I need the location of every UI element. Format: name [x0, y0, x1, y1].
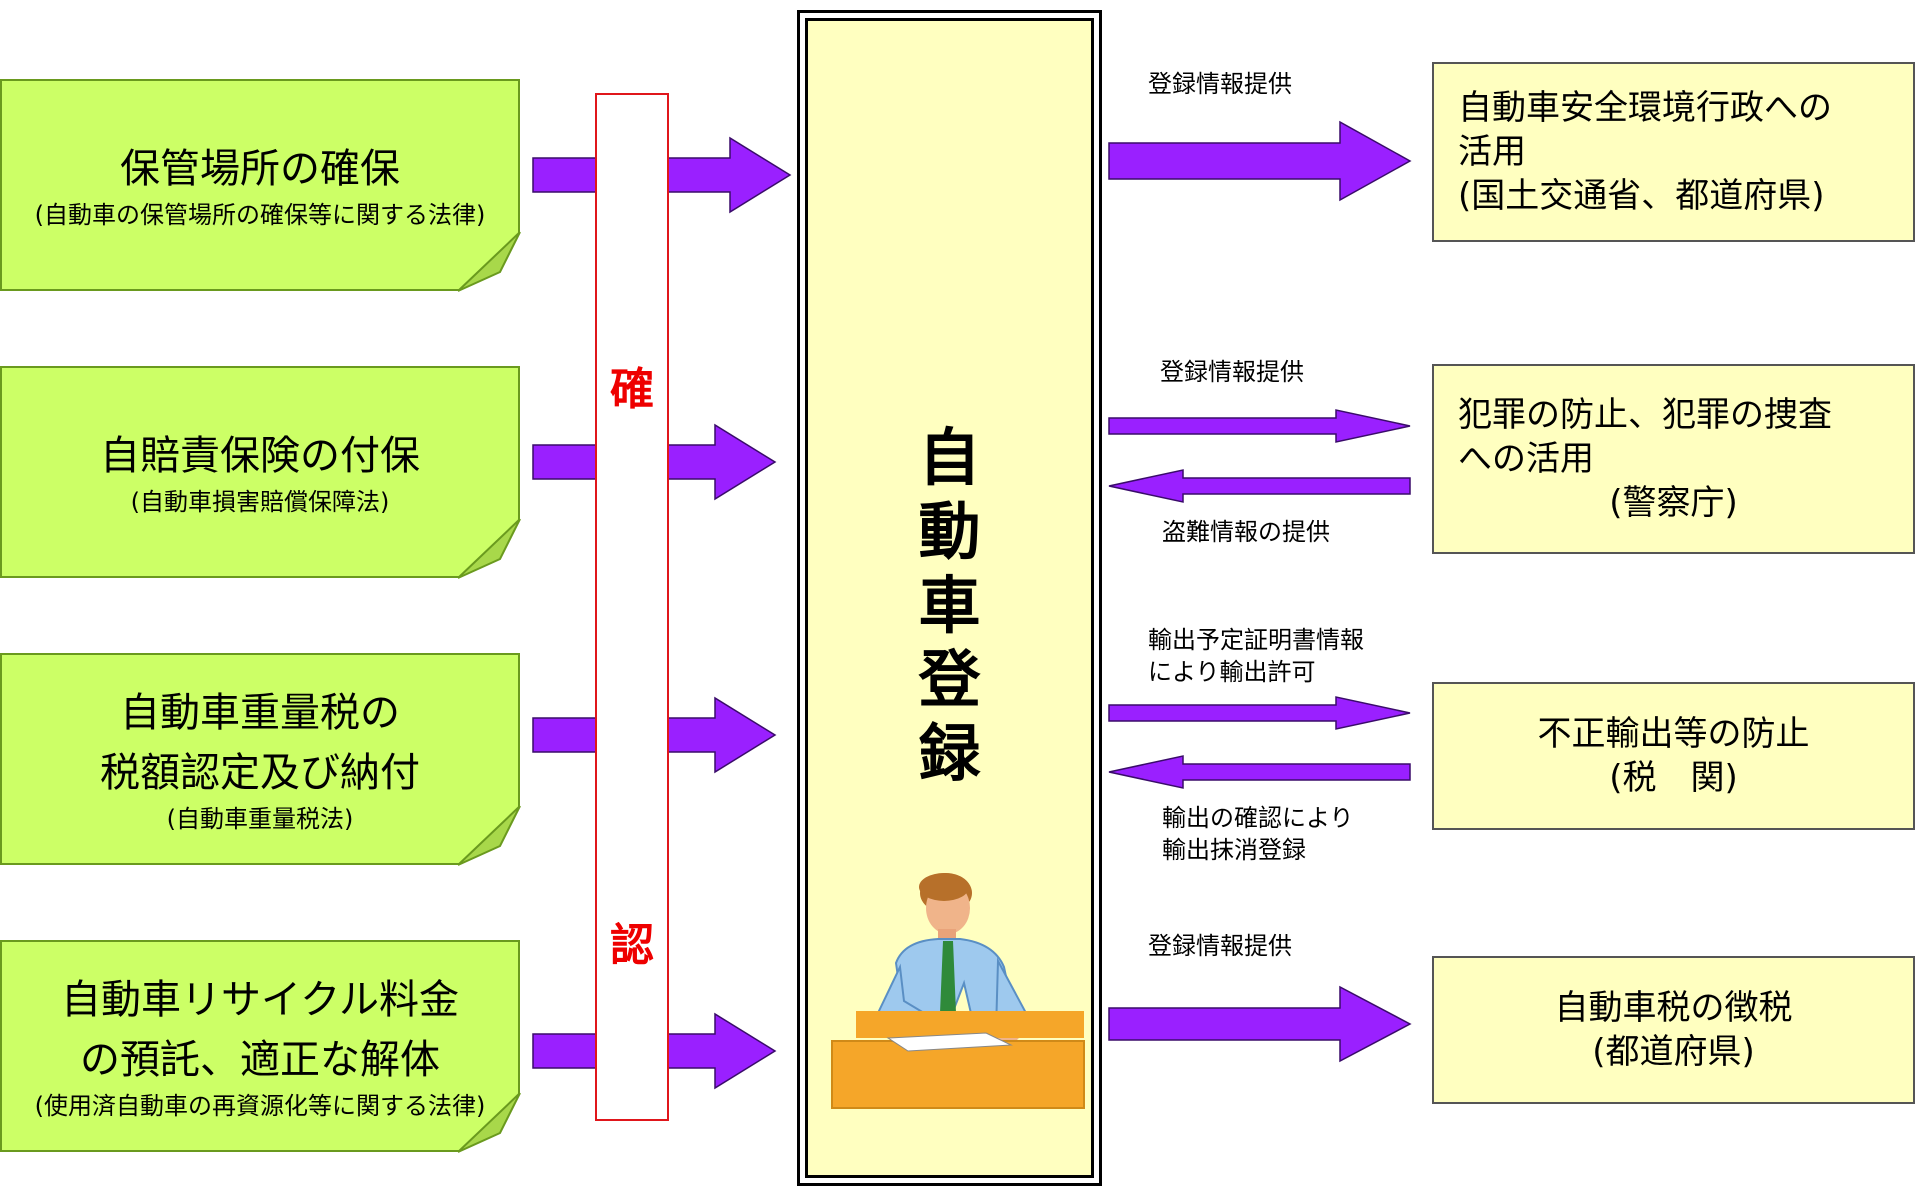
label-out3-back-2: 輸出抹消登録 [1162, 836, 1306, 864]
input-law: (使用済自動車の再資源化等に関する法律) [34, 1092, 486, 1120]
clerk-figure [876, 873, 1028, 1043]
output-arrow-2-forward [1108, 409, 1411, 443]
input-title: 自動車重量税の [120, 690, 400, 736]
output-arrow-2-back [1108, 469, 1411, 503]
input-title: 保管場所の確保 [120, 146, 400, 192]
label-out4-forward: 登録情報提供 [1148, 932, 1292, 960]
label-out3-forward-1: 輸出予定証明書情報 [1148, 626, 1364, 654]
registration-title-char: 自 [918, 421, 981, 494]
output-line: (警察庁) [1609, 483, 1738, 523]
input-title: 税額認定及び納付 [100, 750, 420, 796]
output-arrow-1 [1108, 120, 1412, 202]
note-fold-3 [457, 805, 521, 866]
output-line: 犯罪の防止、犯罪の捜査 [1458, 395, 1832, 435]
clerk-illustration [831, 873, 1085, 1109]
output-line: 不正輸出等の防止 [1537, 714, 1810, 754]
input-law: (自動車の保管場所の確保等に関する法律) [34, 201, 486, 229]
input-law: (自動車重量税法) [166, 805, 354, 833]
output-box-customs: 不正輸出等の防止 (税 関) [1432, 682, 1915, 830]
registration-title-char: 動 [918, 495, 981, 568]
registration-box: 自 動 車 登 録 [797, 10, 1102, 1186]
output-line: への活用 [1458, 439, 1594, 479]
label-out2-forward: 登録情報提供 [1160, 358, 1304, 386]
output-line: (都道府県) [1592, 1032, 1755, 1072]
input-title: 自賠責保険の付保 [100, 433, 420, 479]
note-fold-2 [457, 518, 521, 579]
registration-box-inner: 自 動 車 登 録 [805, 18, 1094, 1178]
input-title: の預託、適正な解体 [80, 1037, 440, 1083]
confirm-bar: 確 認 [595, 93, 669, 1121]
input-note-insurance: 自賠責保険の付保 (自動車損害賠償保障法) [0, 366, 520, 578]
input-note-weight-tax: 自動車重量税の 税額認定及び納付 (自動車重量税法) [0, 653, 520, 865]
output-line: (国土交通省、都道府県) [1458, 176, 1825, 216]
registration-title-char: 登 [918, 643, 981, 716]
output-line: 自動車安全環境行政への [1458, 88, 1832, 128]
registration-title-char: 車 [918, 569, 981, 642]
desk [856, 1011, 1084, 1038]
label-out3-back-1: 輸出の確認により [1162, 804, 1354, 832]
registration-title-char: 録 [918, 717, 981, 790]
note-fold-1 [457, 231, 521, 292]
output-box-police: 犯罪の防止、犯罪の捜査 への活用 (警察庁) [1432, 364, 1915, 554]
note-fold-4 [457, 1092, 521, 1153]
output-arrow-3-forward [1108, 696, 1411, 730]
registration-title: 自 動 車 登 録 [808, 421, 1091, 791]
input-note-recycling: 自動車リサイクル料金 の預託、適正な解体 (使用済自動車の再資源化等に関する法律… [0, 940, 520, 1152]
label-out3-forward-2: により輸出許可 [1148, 658, 1316, 686]
output-box-mlit: 自動車安全環境行政への 活用 (国土交通省、都道府県) [1432, 62, 1915, 242]
input-note-parking: 保管場所の確保 (自動車の保管場所の確保等に関する法律) [0, 79, 520, 291]
label-out2-back: 盗難情報の提供 [1162, 518, 1330, 546]
input-law: (自動車損害賠償保障法) [130, 488, 390, 516]
label-out1-forward: 登録情報提供 [1148, 70, 1292, 98]
output-line: 活用 [1458, 132, 1526, 172]
input-title: 自動車リサイクル料金 [61, 977, 459, 1023]
output-arrow-3-back [1108, 755, 1411, 789]
output-line: 自動車税の徴税 [1554, 988, 1793, 1028]
paper [886, 1032, 1013, 1052]
confirm-char-1: 確 [610, 364, 654, 415]
output-arrow-4 [1108, 985, 1412, 1063]
output-box-prefecture: 自動車税の徴税 (都道府県) [1432, 956, 1915, 1104]
output-line: (税 関) [1609, 758, 1738, 798]
confirm-char-2: 認 [610, 920, 654, 971]
